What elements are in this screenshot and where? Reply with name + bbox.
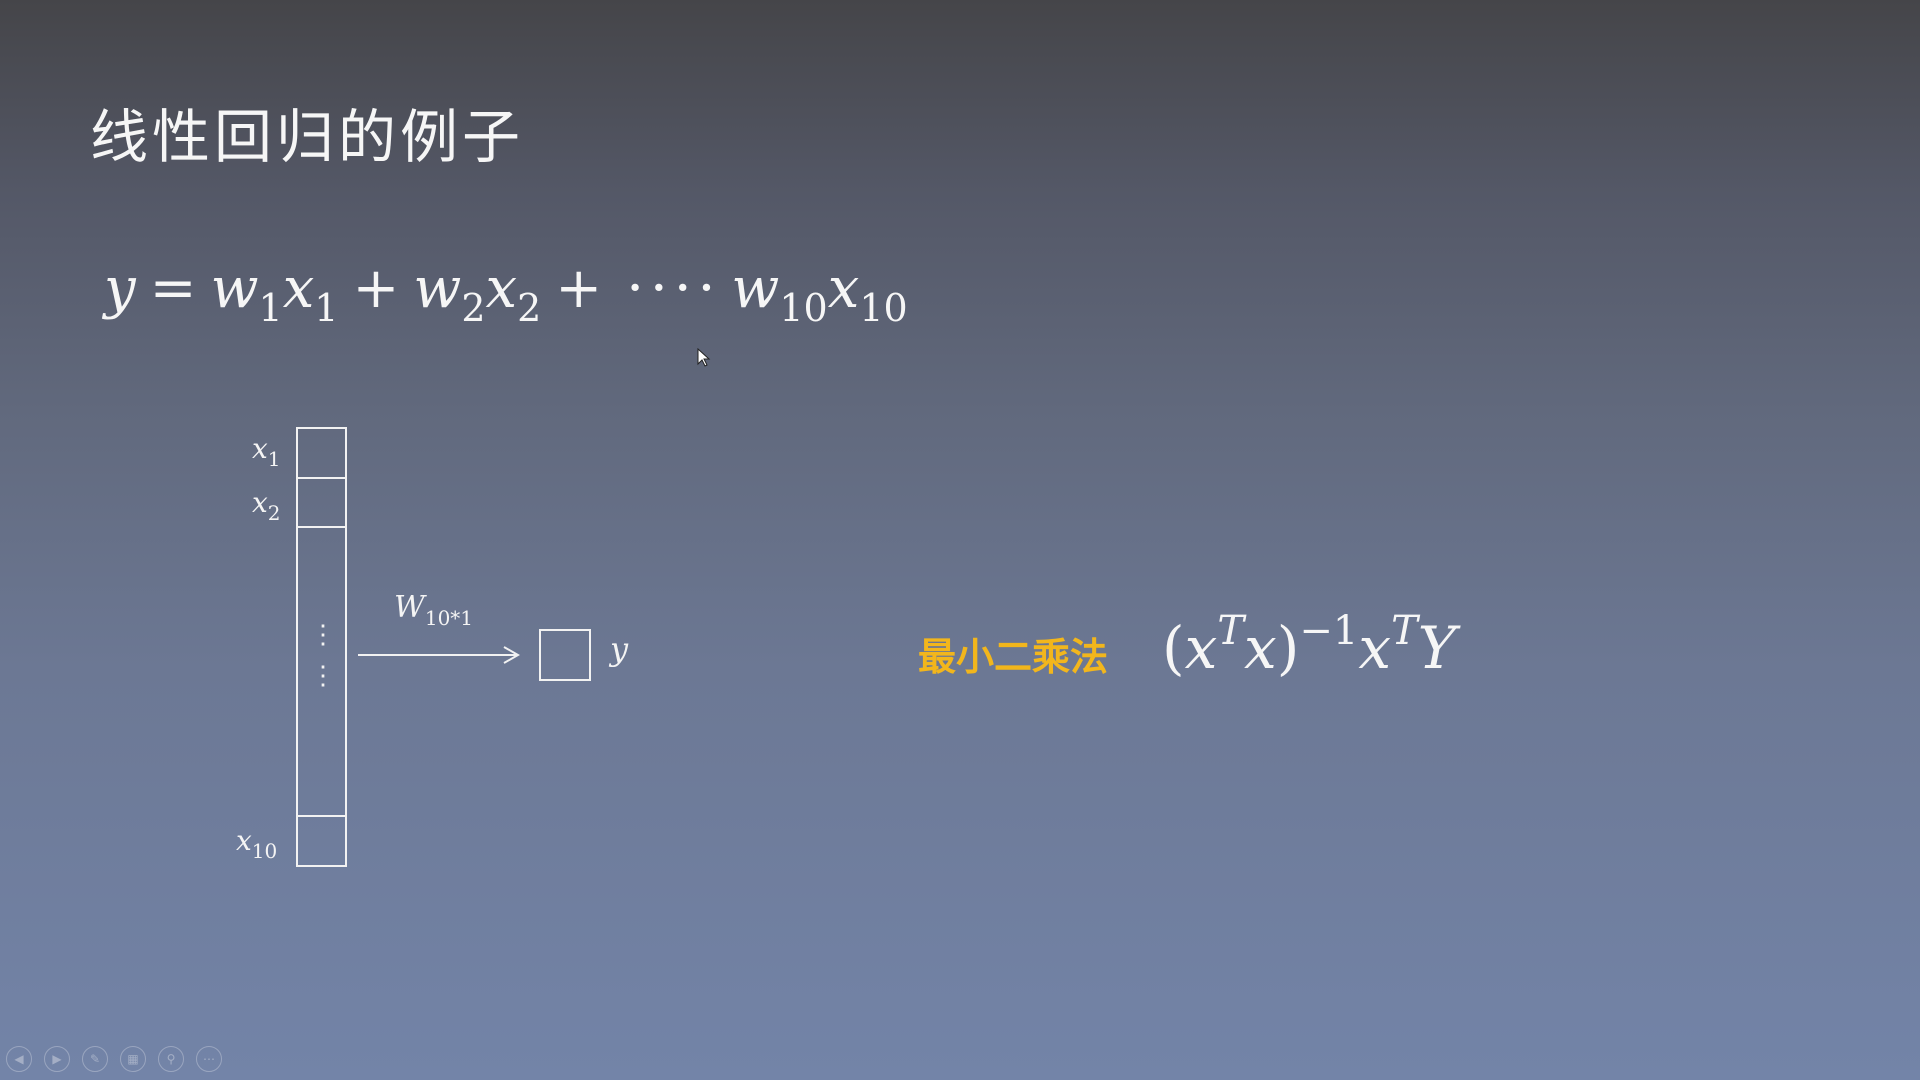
weight-label-sub: 10*1 <box>424 606 474 630</box>
formula-open-paren: ( <box>1162 614 1185 682</box>
vector-label-x1-var: x <box>252 432 268 465</box>
presentation-toolbar: ◀ ▶ ✎ ▦ ⚲ ⋯ <box>6 1046 222 1072</box>
weight-label: W10*1 <box>394 590 473 630</box>
zoom-button[interactable]: ⚲ <box>158 1046 184 1072</box>
pen-icon: ✎ <box>89 1052 101 1066</box>
slides-grid-icon: ▦ <box>127 1052 139 1066</box>
weight-label-var: W <box>394 590 425 625</box>
vector-label-x10-sub: 10 <box>251 839 278 863</box>
term-2-coef: w <box>413 256 462 321</box>
next-slide-button[interactable]: ▶ <box>44 1046 70 1072</box>
formula-transpose-1: T <box>1217 608 1245 654</box>
formula-close-paren: ) <box>1276 614 1300 682</box>
slide-title: 线性回归的例子 <box>90 103 525 171</box>
linear-regression-equation: y=w1x1+w2x2+····w10x10 <box>104 256 908 330</box>
term-10-var-sub: 10 <box>859 286 908 330</box>
vector-label-x1-sub: 1 <box>267 447 281 471</box>
formula-x3: x <box>1358 614 1392 682</box>
term-1-coef: w <box>210 256 259 321</box>
least-squares-label: 最小二乘法 <box>918 635 1109 679</box>
vector-label-x10: x10 <box>236 824 277 863</box>
slides-grid-button[interactable]: ▦ <box>120 1046 146 1072</box>
term-10-coef: w <box>731 256 780 321</box>
formula-x2: x <box>1244 614 1277 682</box>
vector-label-x1: x1 <box>252 432 281 471</box>
vector-label-x2: x2 <box>252 486 281 525</box>
term-1-var: x <box>282 256 315 321</box>
formula-Y: Y <box>1417 614 1457 682</box>
term-2-coef-sub: 2 <box>461 286 486 330</box>
formula-inverse: −1 <box>1299 608 1359 654</box>
pen-button[interactable]: ✎ <box>82 1046 108 1072</box>
output-label: y <box>610 630 629 668</box>
vertical-dots-upper: ⋮ <box>310 620 336 650</box>
zoom-icon: ⚲ <box>166 1052 176 1066</box>
next-icon: ▶ <box>52 1052 62 1066</box>
formula-transpose-2: T <box>1391 608 1418 654</box>
formula-x1: x <box>1184 614 1218 682</box>
mapping-arrow-head <box>503 646 521 664</box>
equation-ellipsis: ···· <box>626 256 722 321</box>
term-2-var: x <box>485 256 518 321</box>
more-options-button[interactable]: ⋯ <box>196 1046 222 1072</box>
vector-label-x2-sub: 2 <box>267 501 281 525</box>
term-10-var: x <box>827 256 860 321</box>
term-2-var-sub: 2 <box>517 286 542 330</box>
mouse-cursor-icon <box>697 348 711 367</box>
term-10-coef-sub: 10 <box>779 286 828 330</box>
equation-plus-1: + <box>352 256 400 321</box>
term-1-coef-sub: 1 <box>258 286 283 330</box>
equation-equals: = <box>149 256 197 321</box>
previous-icon: ◀ <box>14 1052 24 1066</box>
vector-label-x10-var: x <box>236 824 252 857</box>
previous-slide-button[interactable]: ◀ <box>6 1046 32 1072</box>
least-squares-formula: (xTx)−1xTY <box>1162 608 1457 682</box>
equation-lhs: y <box>104 256 136 321</box>
input-vector-column <box>296 427 347 867</box>
more-icon: ⋯ <box>203 1052 215 1066</box>
output-box <box>539 629 591 681</box>
equation-plus-2: + <box>555 256 603 321</box>
vertical-dots-lower: ⋮ <box>310 661 336 691</box>
vector-label-x2-var: x <box>252 486 268 519</box>
term-1-var-sub: 1 <box>314 286 339 330</box>
